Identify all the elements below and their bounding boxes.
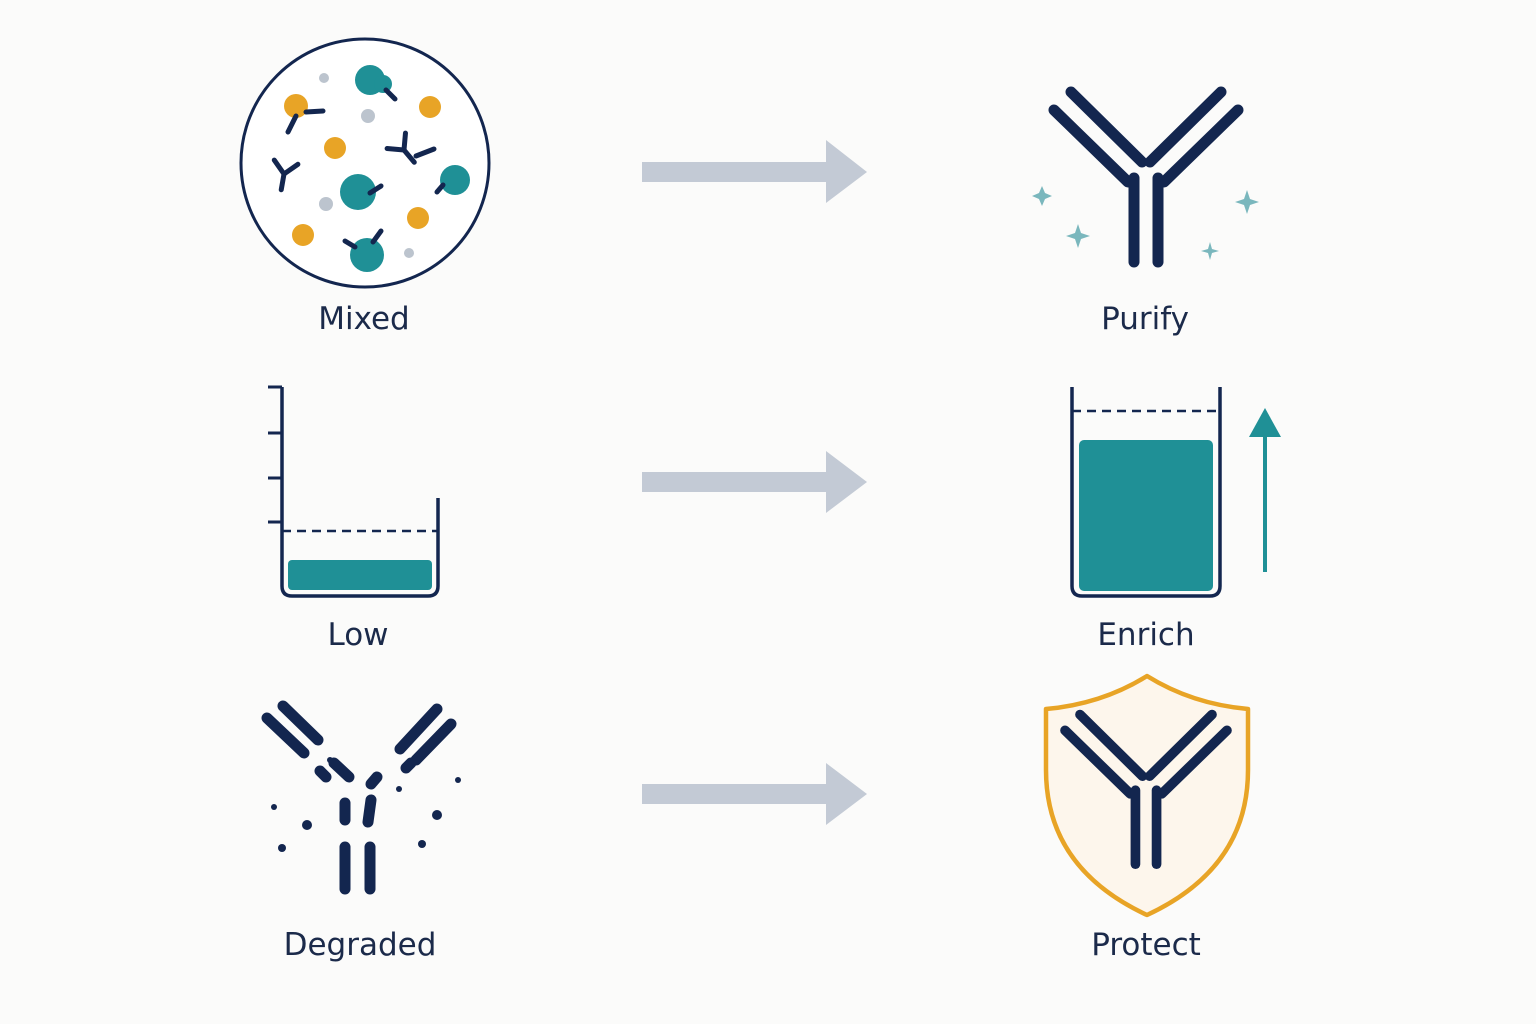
pure-antibody-icon: [1032, 92, 1259, 262]
label-mixed: Mixed: [318, 301, 410, 337]
low-level-beaker-icon: [268, 385, 440, 598]
arrow-right-icon: [642, 140, 867, 203]
arrow-right-icon: [642, 763, 867, 825]
full-beaker-icon: [1070, 387, 1281, 598]
label-low: Low: [327, 617, 389, 653]
mixed-sample-icon: [239, 37, 491, 289]
arrow-right-icon: [642, 451, 867, 513]
broken-antibody-icon: [261, 700, 461, 895]
label-purify: Purify: [1101, 301, 1189, 337]
shield-antibody-icon: [1043, 673, 1251, 918]
label-protect: Protect: [1091, 927, 1201, 963]
label-degraded: Degraded: [283, 927, 437, 963]
label-enrich: Enrich: [1097, 617, 1195, 653]
arrows: [642, 140, 867, 825]
